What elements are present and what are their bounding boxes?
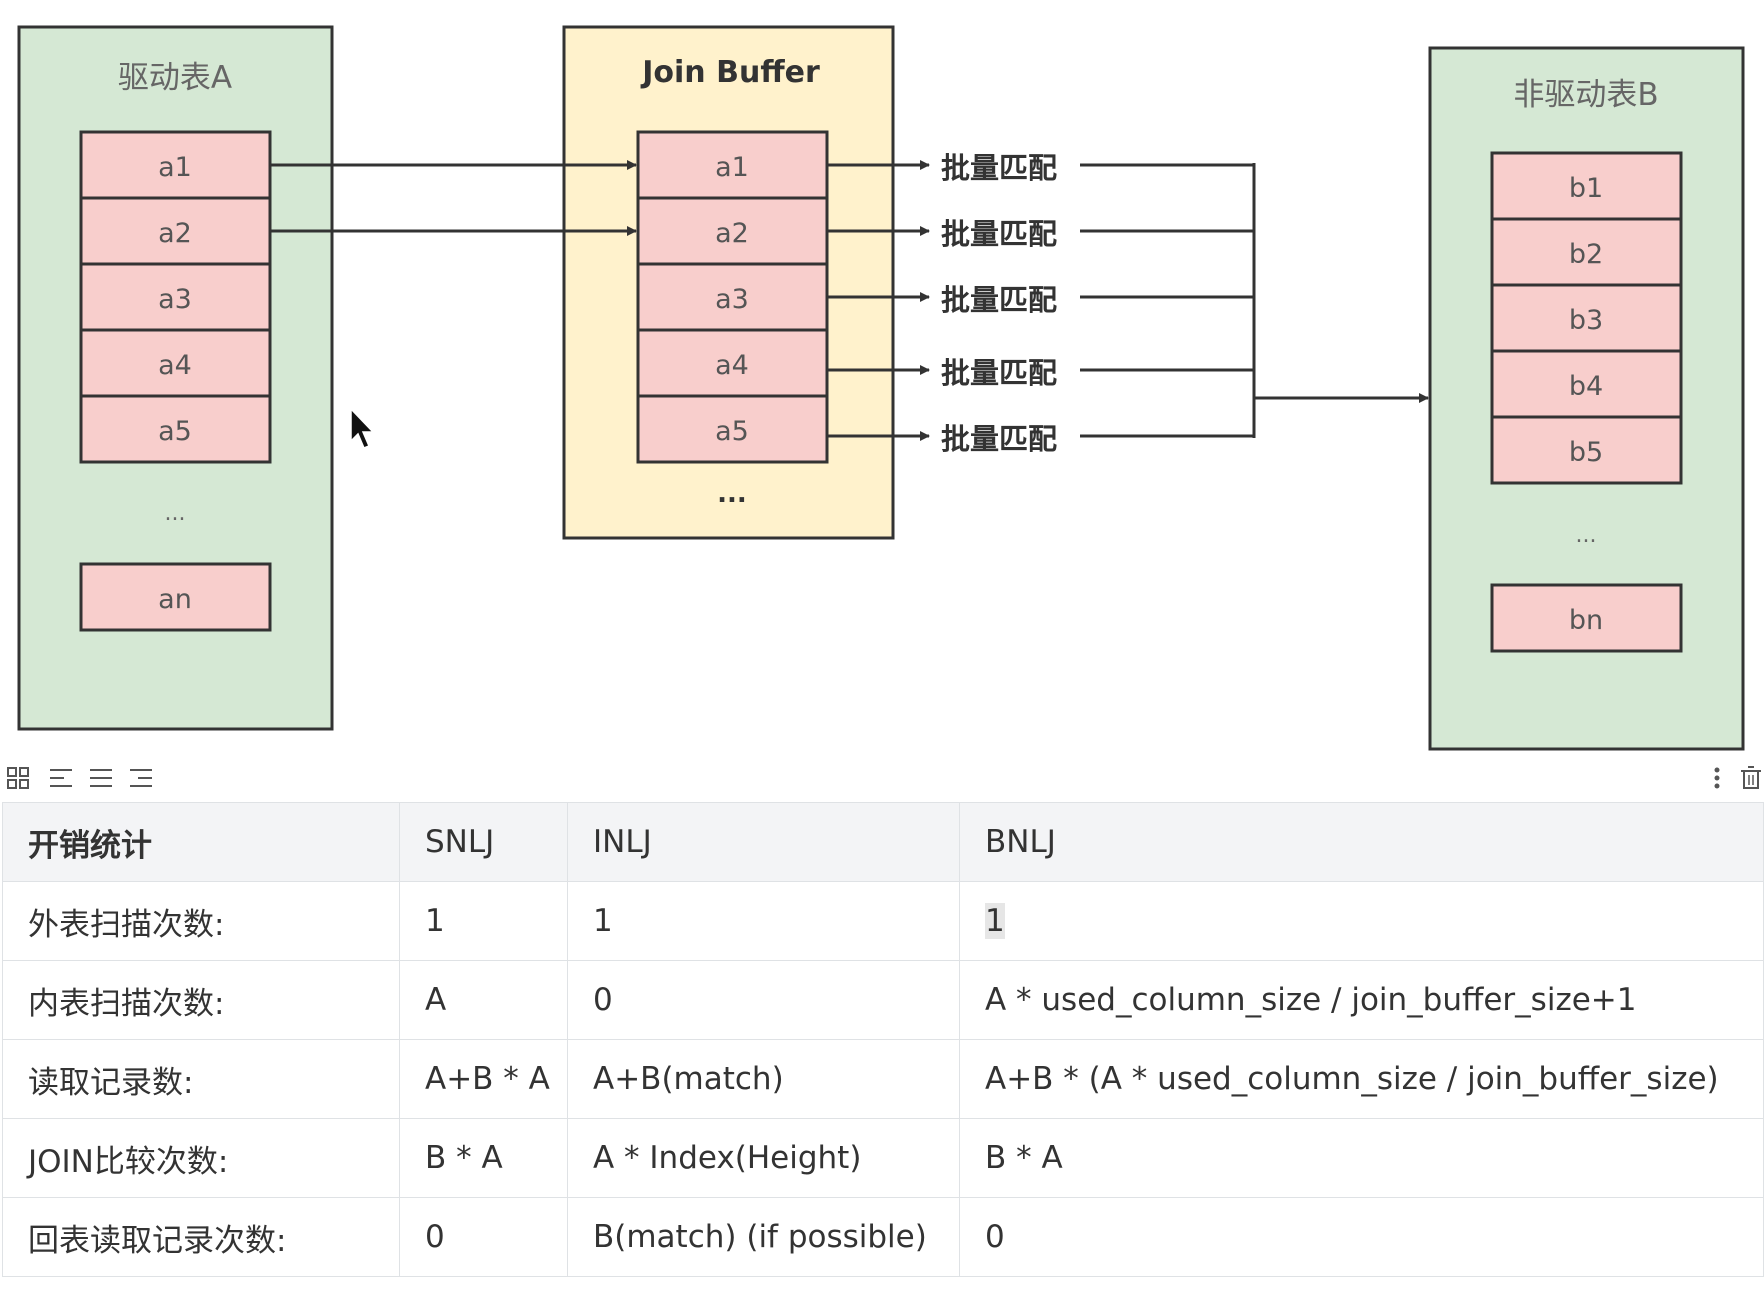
align-center-icon[interactable] xyxy=(88,766,114,790)
table-cell[interactable]: A+B * (A * used_column_size / join_buffe… xyxy=(959,1039,1764,1119)
buffer-row-4 xyxy=(636,328,829,398)
header-cell[interactable]: 开销统计 xyxy=(2,802,400,882)
table-row: 读取记录数: A+B * A A+B(match) A+B * (A * use… xyxy=(2,1039,1764,1119)
table-cell[interactable]: A * Index(Height) xyxy=(567,1118,960,1198)
batch-match-arrows xyxy=(827,160,930,441)
table-cell[interactable]: B * A xyxy=(959,1118,1764,1198)
table-cell[interactable]: A+B(match) xyxy=(567,1039,960,1119)
table-header-row: 开销统计 SNLJ INLJ BNLJ xyxy=(2,802,1764,882)
batch-match-label: 批量匹配 xyxy=(941,217,1057,251)
table-b-row-n xyxy=(1490,583,1683,653)
table-b-row-label: b4 xyxy=(1569,371,1603,402)
table-a-ellipsis: ... xyxy=(165,501,186,526)
table-b-row-2 xyxy=(1490,217,1683,287)
table-row: 外表扫描次数: 1 1 1 xyxy=(2,881,1764,961)
table-cell[interactable]: A+B * A xyxy=(399,1039,568,1119)
join-buffer-title: Join Buffer xyxy=(640,55,820,90)
align-left-icon[interactable] xyxy=(48,766,74,790)
delete-icon[interactable] xyxy=(1740,766,1762,790)
selected-text[interactable]: 1 xyxy=(985,903,1005,939)
cost-table: 开销统计 SNLJ INLJ BNLJ 外表扫描次数: 1 1 1 内表扫描次数… xyxy=(2,802,1764,1277)
batch-match-label: 批量匹配 xyxy=(941,283,1057,317)
table-cell[interactable]: 1 xyxy=(959,881,1764,961)
table-cell[interactable]: 回表读取记录次数: xyxy=(2,1197,400,1277)
table-cell[interactable]: B * A xyxy=(399,1118,568,1198)
table-a-row-label: a3 xyxy=(158,284,192,315)
table-cell[interactable]: 读取记录数: xyxy=(2,1039,400,1119)
join-buffer-ellipsis: ... xyxy=(717,479,747,509)
table-a-row-3 xyxy=(79,262,272,332)
join-buffer-diagram: 驱动表A a1 a2 a3 a4 a5 ... an Join Buffer a… xyxy=(17,25,1745,751)
table-cell[interactable]: 1 xyxy=(399,881,568,961)
table-a-row-label: a5 xyxy=(158,416,192,447)
buffer-row-label: a4 xyxy=(715,350,749,381)
table-b-row-label: b2 xyxy=(1569,239,1603,270)
table-cell[interactable]: 0 xyxy=(959,1197,1764,1277)
grid-icon[interactable] xyxy=(6,766,30,790)
buffer-row-label: a5 xyxy=(715,416,749,447)
table-a-title: 驱动表A xyxy=(118,60,232,96)
table-cell[interactable]: 0 xyxy=(399,1197,568,1277)
table-a-row-1 xyxy=(79,130,272,200)
table-b-row-label: b3 xyxy=(1569,305,1603,336)
table-row: 回表读取记录次数: 0 B(match) (if possible) 0 xyxy=(2,1197,1764,1277)
table-b-row-label: b5 xyxy=(1569,437,1603,468)
buffer-row-2 xyxy=(636,196,829,266)
table-a-row-n xyxy=(79,562,272,632)
table-cell[interactable]: JOIN比较次数: xyxy=(2,1118,400,1198)
table-cell[interactable]: 外表扫描次数: xyxy=(2,881,400,961)
batch-match-label: 批量匹配 xyxy=(941,356,1057,390)
table-b-title: 非驱动表B xyxy=(1513,77,1658,113)
batch-match-label: 批量匹配 xyxy=(941,422,1057,456)
header-cell[interactable]: SNLJ xyxy=(399,802,568,882)
table-row: 内表扫描次数: A 0 A * used_column_size / join_… xyxy=(2,960,1764,1040)
table-cell[interactable]: A * used_column_size / join_buffer_size+… xyxy=(959,960,1764,1040)
header-cell[interactable]: INLJ xyxy=(567,802,960,882)
header-cell[interactable]: BNLJ xyxy=(959,802,1764,882)
join-buffer-rows: a1 a2 a3 a4 a5 xyxy=(636,130,829,464)
more-icon[interactable] xyxy=(1710,766,1724,790)
table-row: JOIN比较次数: B * A A * Index(Height) B * A xyxy=(2,1118,1764,1198)
table-toolbar xyxy=(0,758,1764,798)
table-a-row-label: a2 xyxy=(158,218,192,249)
table-b-row-5 xyxy=(1490,415,1683,485)
buffer-row-5 xyxy=(636,394,829,464)
table-cell[interactable]: 1 xyxy=(567,881,960,961)
table-b-row-label: b1 xyxy=(1569,173,1603,204)
buffer-row-label: a1 xyxy=(715,152,749,183)
table-a-row-label: a4 xyxy=(158,350,192,381)
batch-match-label: 批量匹配 xyxy=(941,151,1057,185)
table-a-row-label: an xyxy=(158,584,192,615)
buffer-row-label: a2 xyxy=(715,218,749,249)
table-b-row-3 xyxy=(1490,283,1683,353)
align-right-icon[interactable] xyxy=(128,766,154,790)
table-cell[interactable]: B(match) (if possible) xyxy=(567,1197,960,1277)
table-b-ellipsis: ... xyxy=(1576,523,1597,548)
mouse-cursor-icon xyxy=(350,407,375,449)
collector-lines xyxy=(1080,163,1256,438)
table-a-rows: a1 a2 a3 a4 a5 xyxy=(79,130,272,464)
table-cell[interactable]: A xyxy=(399,960,568,1040)
table-cell[interactable]: 0 xyxy=(567,960,960,1040)
table-b-row-4 xyxy=(1490,349,1683,419)
table-a-row-label: a1 xyxy=(158,152,192,183)
table-b-rows: b1 b2 b3 b4 b5 xyxy=(1490,151,1683,485)
table-a-row-5 xyxy=(79,394,272,464)
buffer-row-label: a3 xyxy=(715,284,749,315)
table-cell[interactable]: 内表扫描次数: xyxy=(2,960,400,1040)
table-b-row-label: bn xyxy=(1569,605,1603,636)
